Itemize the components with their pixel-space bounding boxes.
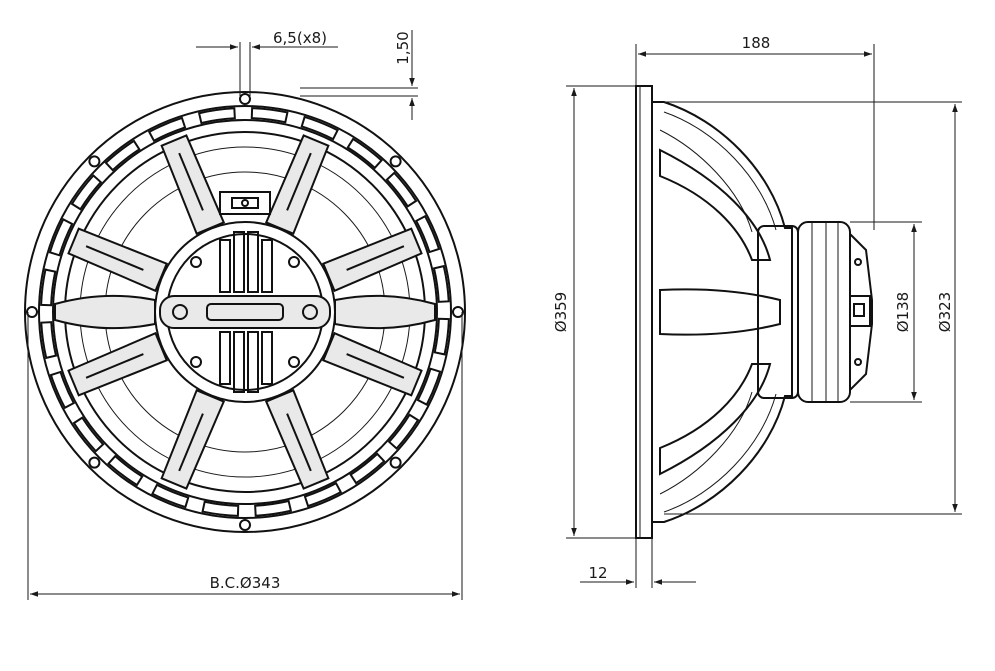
rim-slot [70,174,103,211]
rim-slot [414,214,441,254]
motor-housing-outer [154,221,336,403]
side-back-plate [849,231,873,393]
side-view [635,85,873,539]
magnet-diameter-label: Ø138 [894,292,912,332]
mounting-holes [26,93,464,531]
flange-offset-label: 1,50 [394,31,412,64]
spoke-rib [85,353,144,379]
rim-slot [104,139,141,172]
mounting-hole [389,155,402,168]
spoke-rib [178,152,204,211]
front-gasket-ring [52,119,438,505]
side-arm [334,294,436,330]
front-outer-rim [24,91,466,533]
spoke-rib [286,413,312,472]
depth-label: 188 [742,34,771,52]
rim-slot [254,499,293,517]
bolt-circle-label: B.C.Ø343 [210,574,281,592]
mounting-hole [88,155,101,168]
hub-bridge-bar [159,295,331,329]
rim-slot [432,264,450,303]
rim-slot [72,416,105,453]
side-basket-outline [651,101,793,523]
rim-slot [151,483,190,509]
hole-size-label: 6,5(x8) [273,29,327,47]
hub-screws [172,256,318,368]
flange-thickness-label: 12 [588,564,607,582]
rim-slot [147,116,187,143]
rim-slot [250,107,289,124]
rim-slot [49,370,76,410]
hub-bridge-slot [206,303,284,321]
side-dimensions: 188 Ø359 Ø138 Ø323 12 [552,34,962,588]
side-arm [54,294,156,330]
mounting-hole [389,456,402,469]
rim-slot [346,137,383,170]
rim-slots [40,107,450,517]
cooling-fins [219,231,273,393]
side-terminal [849,295,871,327]
spoke-rib [178,413,204,472]
rim-slot [40,321,58,360]
rim-slot [201,500,240,517]
rim-slot [197,107,236,125]
rim-slot [303,481,343,508]
rim-slot [107,454,144,487]
side-magnet-assembly [797,221,851,403]
cutout-diameter-label: Ø323 [936,292,954,332]
spoke-rib [346,353,405,379]
rim-slot [349,452,386,485]
rim-slot [40,268,57,307]
rim-slot [385,171,418,208]
rim-slot [48,218,74,257]
rim-slot [300,115,339,141]
basket-spokes [54,134,436,490]
mounting-hole [26,306,38,318]
rim-slot [387,413,420,450]
spoke-rib [85,245,144,271]
mounting-hole [452,306,464,318]
outer-diameter-label: Ø359 [552,292,570,332]
terminal-block-icon [219,191,271,215]
mounting-hole [239,519,251,531]
side-mounting-flange [635,85,653,539]
mounting-hole [239,93,251,105]
spoke-rib [346,245,405,271]
front-rim-inner-ring [38,105,452,519]
spoke-rib [286,152,312,211]
mounting-hole [88,456,101,469]
rim-slot [433,317,450,356]
rim-slot [416,367,442,406]
front-view [24,91,466,533]
front-dimensions: B.C.Ø343 6,5(x8) 1,50 [27,29,463,600]
